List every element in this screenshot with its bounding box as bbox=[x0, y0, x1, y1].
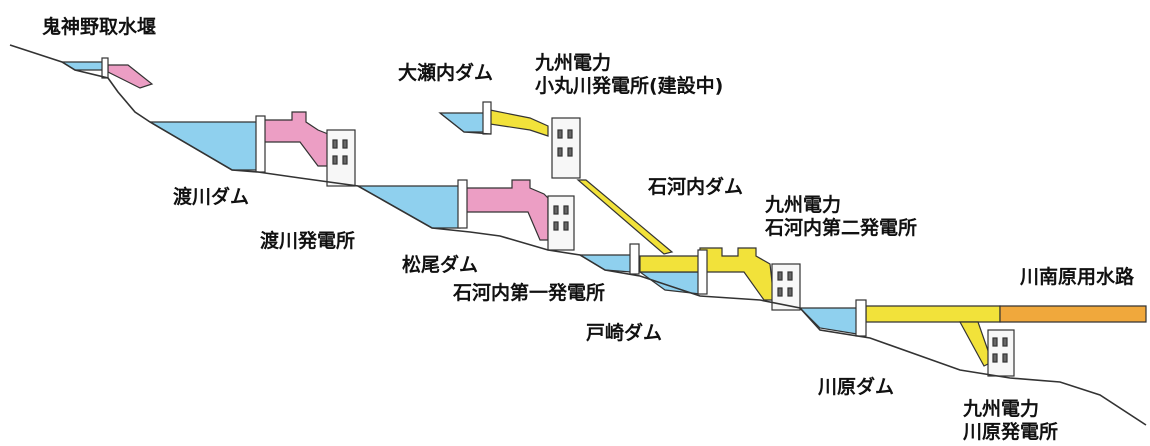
matsuo-reservoir bbox=[355, 185, 461, 229]
power-stations bbox=[326, 117, 1015, 377]
ishikawauchi2-label-line2: 石河内第二発電所 bbox=[765, 216, 918, 239]
oseuchi-ground bbox=[439, 112, 492, 135]
ishikawauchi2-power-station bbox=[771, 263, 801, 311]
kawaminamibaru-canal-label: 川南原用水路 bbox=[1020, 266, 1135, 288]
watarigawa-power-station-label: 渡川発電所 bbox=[260, 230, 356, 252]
kawabaru-power-station bbox=[987, 329, 1015, 377]
tozaki-dam-label: 戸崎ダム bbox=[586, 322, 663, 344]
matsuo-dam-label: 松尾ダム bbox=[402, 254, 479, 276]
komarugawa-label-line2: 小丸川発電所(建設中) bbox=[535, 74, 724, 97]
watarigawa-power-station bbox=[326, 129, 356, 187]
oseuchi-penstock bbox=[489, 109, 549, 137]
komarugawa-power-station-label: 九州電力 小丸川発電所(建設中) bbox=[535, 52, 723, 98]
kawaminamibaru-canal-orange bbox=[999, 305, 1147, 323]
kawabaru-dam-structure bbox=[855, 299, 867, 337]
oseuchi-reservoir bbox=[438, 112, 485, 133]
kawaminamibaru-canal-yellow bbox=[865, 305, 1001, 323]
watarigawa-dam-structure bbox=[255, 115, 266, 173]
pink-channels bbox=[107, 64, 549, 241]
watarigawa-dam-label: 渡川ダム bbox=[173, 186, 250, 208]
komarugawa-penstock bbox=[576, 179, 674, 255]
tozaki-reservoir bbox=[638, 271, 701, 295]
komarugawa-label-line1: 九州電力 bbox=[535, 52, 612, 74]
ishikawauchi2-power-station-label: 九州電力 石河内第二発電所 bbox=[765, 194, 917, 240]
watarigawa-reservoir bbox=[147, 121, 259, 171]
ishikawauchi-dam-label: 石河内ダム bbox=[648, 176, 744, 198]
kawabaru-label-line2: 川原発電所 bbox=[963, 420, 1059, 443]
ground-profile bbox=[9, 44, 1147, 426]
ishikawauchi1-power-station bbox=[547, 195, 575, 251]
onigamino-weir-label: 鬼神野取水堰 bbox=[42, 16, 157, 38]
yellow-channels bbox=[489, 109, 1147, 367]
ishikawauchi1-power-station-label: 石河内第一発電所 bbox=[453, 282, 606, 304]
kawabaru-power-station-label: 九州電力 川原発電所 bbox=[963, 398, 1058, 444]
ishikawauchi-dam-structure bbox=[629, 243, 640, 275]
onigamino-channel bbox=[107, 64, 154, 89]
komarugawa-power-station bbox=[551, 117, 581, 179]
ishikawauchi2-label-line1: 九州電力 bbox=[765, 194, 842, 216]
kawabaru-label-line1: 九州電力 bbox=[963, 398, 1040, 420]
watarigawa-channel bbox=[263, 111, 329, 167]
matsuo-dam-structure bbox=[457, 179, 468, 229]
kawabaru-penstock bbox=[958, 321, 993, 367]
kawabaru-reservoir bbox=[798, 307, 858, 335]
matsuo-channel bbox=[465, 179, 549, 241]
oseuchi-dam-label: 大瀬内ダム bbox=[398, 62, 494, 84]
kawabaru-dam-label: 川原ダム bbox=[818, 376, 895, 398]
tozaki-dam-structure bbox=[697, 249, 708, 295]
onigamino-weir-structure bbox=[101, 57, 109, 79]
ishikawauchi-channel bbox=[639, 247, 775, 301]
oseuchi-dam-structure bbox=[482, 101, 492, 135]
